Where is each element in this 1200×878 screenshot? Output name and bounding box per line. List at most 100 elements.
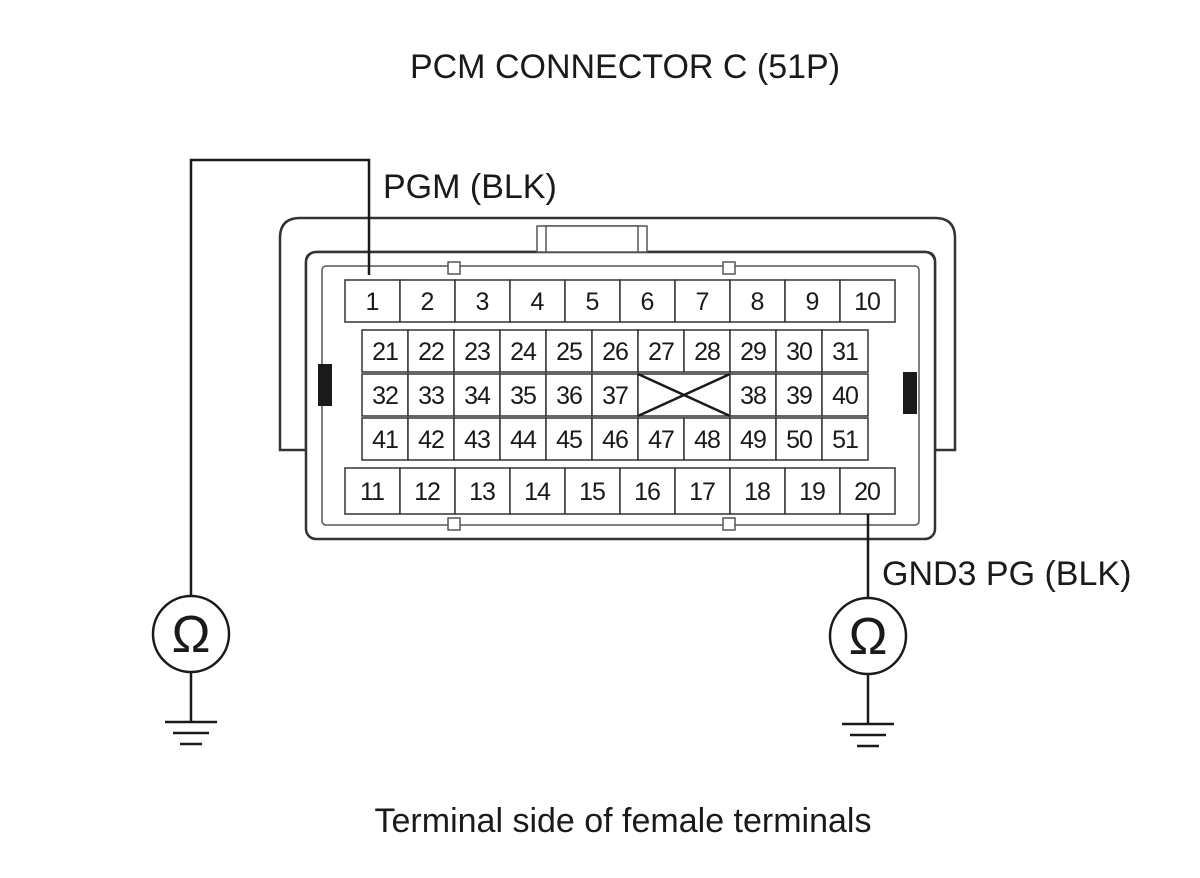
diagram-title: PCM CONNECTOR C (51P) <box>410 48 840 86</box>
pin-25: 25 <box>556 338 582 366</box>
pin-40: 40 <box>832 382 858 410</box>
pin-cell-1 <box>344 279 401 323</box>
pin-cell-50 <box>775 417 823 461</box>
pin-43: 43 <box>464 426 490 454</box>
pin-5: 5 <box>586 288 599 316</box>
pin-cell-2 <box>399 279 456 323</box>
pin-row-5: 11 12 13 14 15 16 17 18 19 20 <box>344 467 896 515</box>
pin-15: 15 <box>579 478 605 506</box>
pin-20: 20 <box>854 478 880 506</box>
pin-27: 27 <box>648 338 674 366</box>
pin-7: 7 <box>696 288 709 316</box>
pin-37: 37 <box>602 382 628 410</box>
right-latch <box>903 372 917 414</box>
right-ohm-symbol: Ω <box>849 608 888 666</box>
pin-26: 26 <box>602 338 628 366</box>
pin-cell-21 <box>361 329 409 373</box>
pin-17: 17 <box>689 478 715 506</box>
pin-cell-24 <box>499 329 547 373</box>
pin-3: 3 <box>476 288 489 316</box>
diagram-footer: Terminal side of female terminals <box>375 802 872 840</box>
left-ground-icon <box>165 720 217 746</box>
left-latch <box>318 364 332 406</box>
blank-cavity-cross <box>637 372 731 418</box>
pin-47: 47 <box>648 426 674 454</box>
pin-9: 9 <box>806 288 819 316</box>
pin-cell-22 <box>407 329 455 373</box>
pin-cell-5 <box>564 279 621 323</box>
pin-46: 46 <box>602 426 628 454</box>
pin-32: 32 <box>372 382 398 410</box>
pin-cell-45 <box>545 417 593 461</box>
pin-row-1: 1 2 3 4 5 6 7 8 9 10 <box>344 279 896 323</box>
pin-cell-14 <box>509 467 566 515</box>
pin-23: 23 <box>464 338 490 366</box>
pin-31: 31 <box>832 338 858 366</box>
pin-cell-6 <box>619 279 676 323</box>
pin-33: 33 <box>418 382 444 410</box>
pin-34: 34 <box>464 382 491 410</box>
pin-cell-34 <box>453 373 501 417</box>
pin-cell-17 <box>674 467 731 515</box>
pin-cell-30 <box>775 329 823 373</box>
pin-row-3: 32 33 34 35 36 37 38 39 40 <box>361 372 869 418</box>
pin-8: 8 <box>751 288 764 316</box>
pin-22: 22 <box>418 338 444 366</box>
pin-cell-51 <box>821 417 869 461</box>
left-ohm-symbol: Ω <box>172 606 211 664</box>
pin-10: 10 <box>854 288 880 316</box>
pin-49: 49 <box>740 426 766 454</box>
right-ground-icon <box>842 722 894 748</box>
pin-cell-25 <box>545 329 593 373</box>
pin-cell-29 <box>729 329 777 373</box>
pin-cell-46 <box>591 417 639 461</box>
pin-29: 29 <box>740 338 766 366</box>
pin-cell-32 <box>361 373 409 417</box>
pin-6: 6 <box>641 288 654 316</box>
pin-13: 13 <box>469 478 495 506</box>
pin-cell-10 <box>839 279 896 323</box>
pin-cell-41 <box>361 417 409 461</box>
pin-39: 39 <box>786 382 812 410</box>
pin-14: 14 <box>524 478 551 506</box>
left-probe: PGM (BLK) Ω <box>151 158 557 746</box>
pin-cell-31 <box>821 329 869 373</box>
pin-row-2: 21 22 23 24 25 26 27 28 29 30 31 <box>361 329 869 373</box>
pin-cell-13 <box>454 467 511 515</box>
pin-44: 44 <box>510 426 537 454</box>
pin-24: 24 <box>510 338 537 366</box>
pin-cell-18 <box>729 467 786 515</box>
pin-cell-20 <box>839 467 896 515</box>
pin-19: 19 <box>799 478 825 506</box>
pin-42: 42 <box>418 426 444 454</box>
pin-50: 50 <box>786 426 812 454</box>
pin-cell-15 <box>564 467 621 515</box>
pin-45: 45 <box>556 426 582 454</box>
pin-cell-48 <box>683 417 731 461</box>
pin-4: 4 <box>531 288 545 316</box>
left-probe-label: PGM (BLK) <box>383 168 557 206</box>
pin-cell-4 <box>509 279 566 323</box>
pin-row-4: 41 42 43 44 45 46 47 48 49 50 51 <box>361 417 869 461</box>
pin-cell-8 <box>729 279 786 323</box>
right-probe: GND3 PG (BLK) Ω <box>828 514 1131 748</box>
pin-38: 38 <box>740 382 766 410</box>
pin-cell-26 <box>591 329 639 373</box>
left-probe-wire <box>189 158 371 596</box>
pin-cell-33 <box>407 373 455 417</box>
right-probe-label: GND3 PG (BLK) <box>882 555 1131 593</box>
pin-28: 28 <box>694 338 720 366</box>
pin-30: 30 <box>786 338 812 366</box>
pin-1: 1 <box>366 288 379 316</box>
pin-cell-42 <box>407 417 455 461</box>
pin-21: 21 <box>372 338 398 366</box>
pin-16: 16 <box>634 478 660 506</box>
pin-2: 2 <box>421 288 434 316</box>
pin-18: 18 <box>744 478 770 506</box>
pin-cell-39 <box>775 373 823 417</box>
pin-12: 12 <box>414 478 440 506</box>
pin-cell-11 <box>344 467 401 515</box>
pin-cell-40 <box>821 373 869 417</box>
pin-36: 36 <box>556 382 582 410</box>
